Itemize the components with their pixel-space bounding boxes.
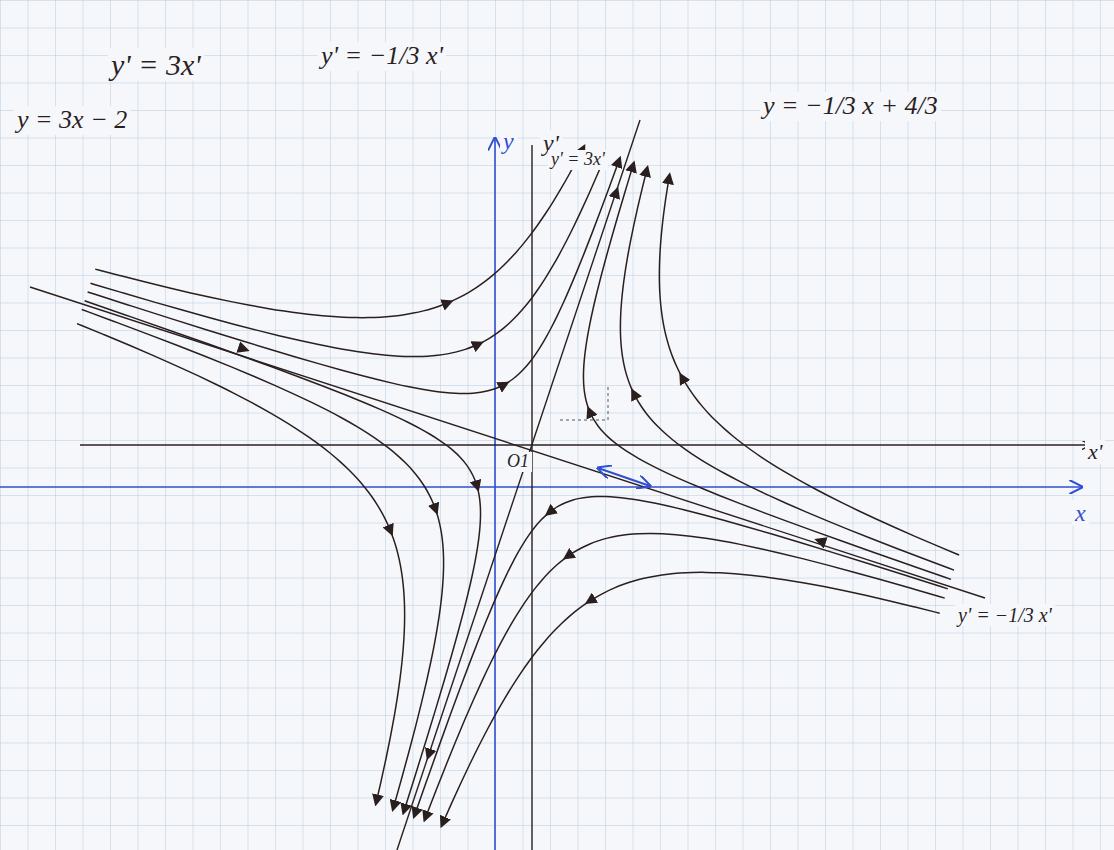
flow-arrow [501, 383, 507, 386]
x-prime-axis [80, 444, 1090, 445]
eigenvector-mark [598, 468, 650, 486]
flow-arrow [681, 375, 686, 383]
flow-arrow [588, 408, 591, 414]
trajectory [583, 163, 951, 580]
trajectory [85, 301, 481, 813]
x-axis [0, 486, 1082, 488]
trajectory [90, 154, 606, 357]
y-prime-axis [531, 145, 532, 850]
equation-label: y' = 3x' [108, 48, 204, 81]
trajectory [659, 175, 959, 555]
axis-label: x [1072, 500, 1089, 526]
flow-arrow [565, 553, 573, 558]
separatrix-arrow [817, 540, 845, 549]
trajectory [424, 533, 944, 820]
flow-arrow [587, 597, 596, 603]
flow-arrow [442, 301, 451, 305]
line-label: y' = −1/3 x' [955, 604, 1055, 626]
equation-label: y = −1/3 x + 4/3 [760, 92, 941, 121]
flow-arrow [434, 504, 437, 513]
y-axis [494, 138, 496, 850]
flow-arrow [388, 524, 392, 534]
trajectory [620, 167, 954, 570]
stable-line [30, 287, 985, 598]
flow-arrow [474, 343, 482, 347]
line-label: y' = 3x' [548, 150, 608, 170]
point-label: O1 [504, 452, 532, 472]
separatrix-arrow [428, 730, 437, 758]
axis-label: x' [1085, 440, 1105, 464]
trajectory [82, 309, 444, 809]
trajectory [77, 324, 405, 804]
flow-arrow [632, 390, 636, 398]
trajectory [442, 572, 940, 826]
trajectory [95, 146, 584, 317]
equation-label: y' = −1/3 x' [318, 42, 446, 71]
trajectory [88, 158, 620, 393]
separatrix-arrow [608, 189, 617, 217]
equation-label: y = 3x − 2 [14, 106, 130, 135]
flow-arrow [476, 483, 478, 490]
unstable-line [397, 120, 640, 850]
flow-arrow [547, 510, 553, 515]
axis-label: y [500, 128, 517, 154]
separatrix-arrow [219, 341, 247, 350]
